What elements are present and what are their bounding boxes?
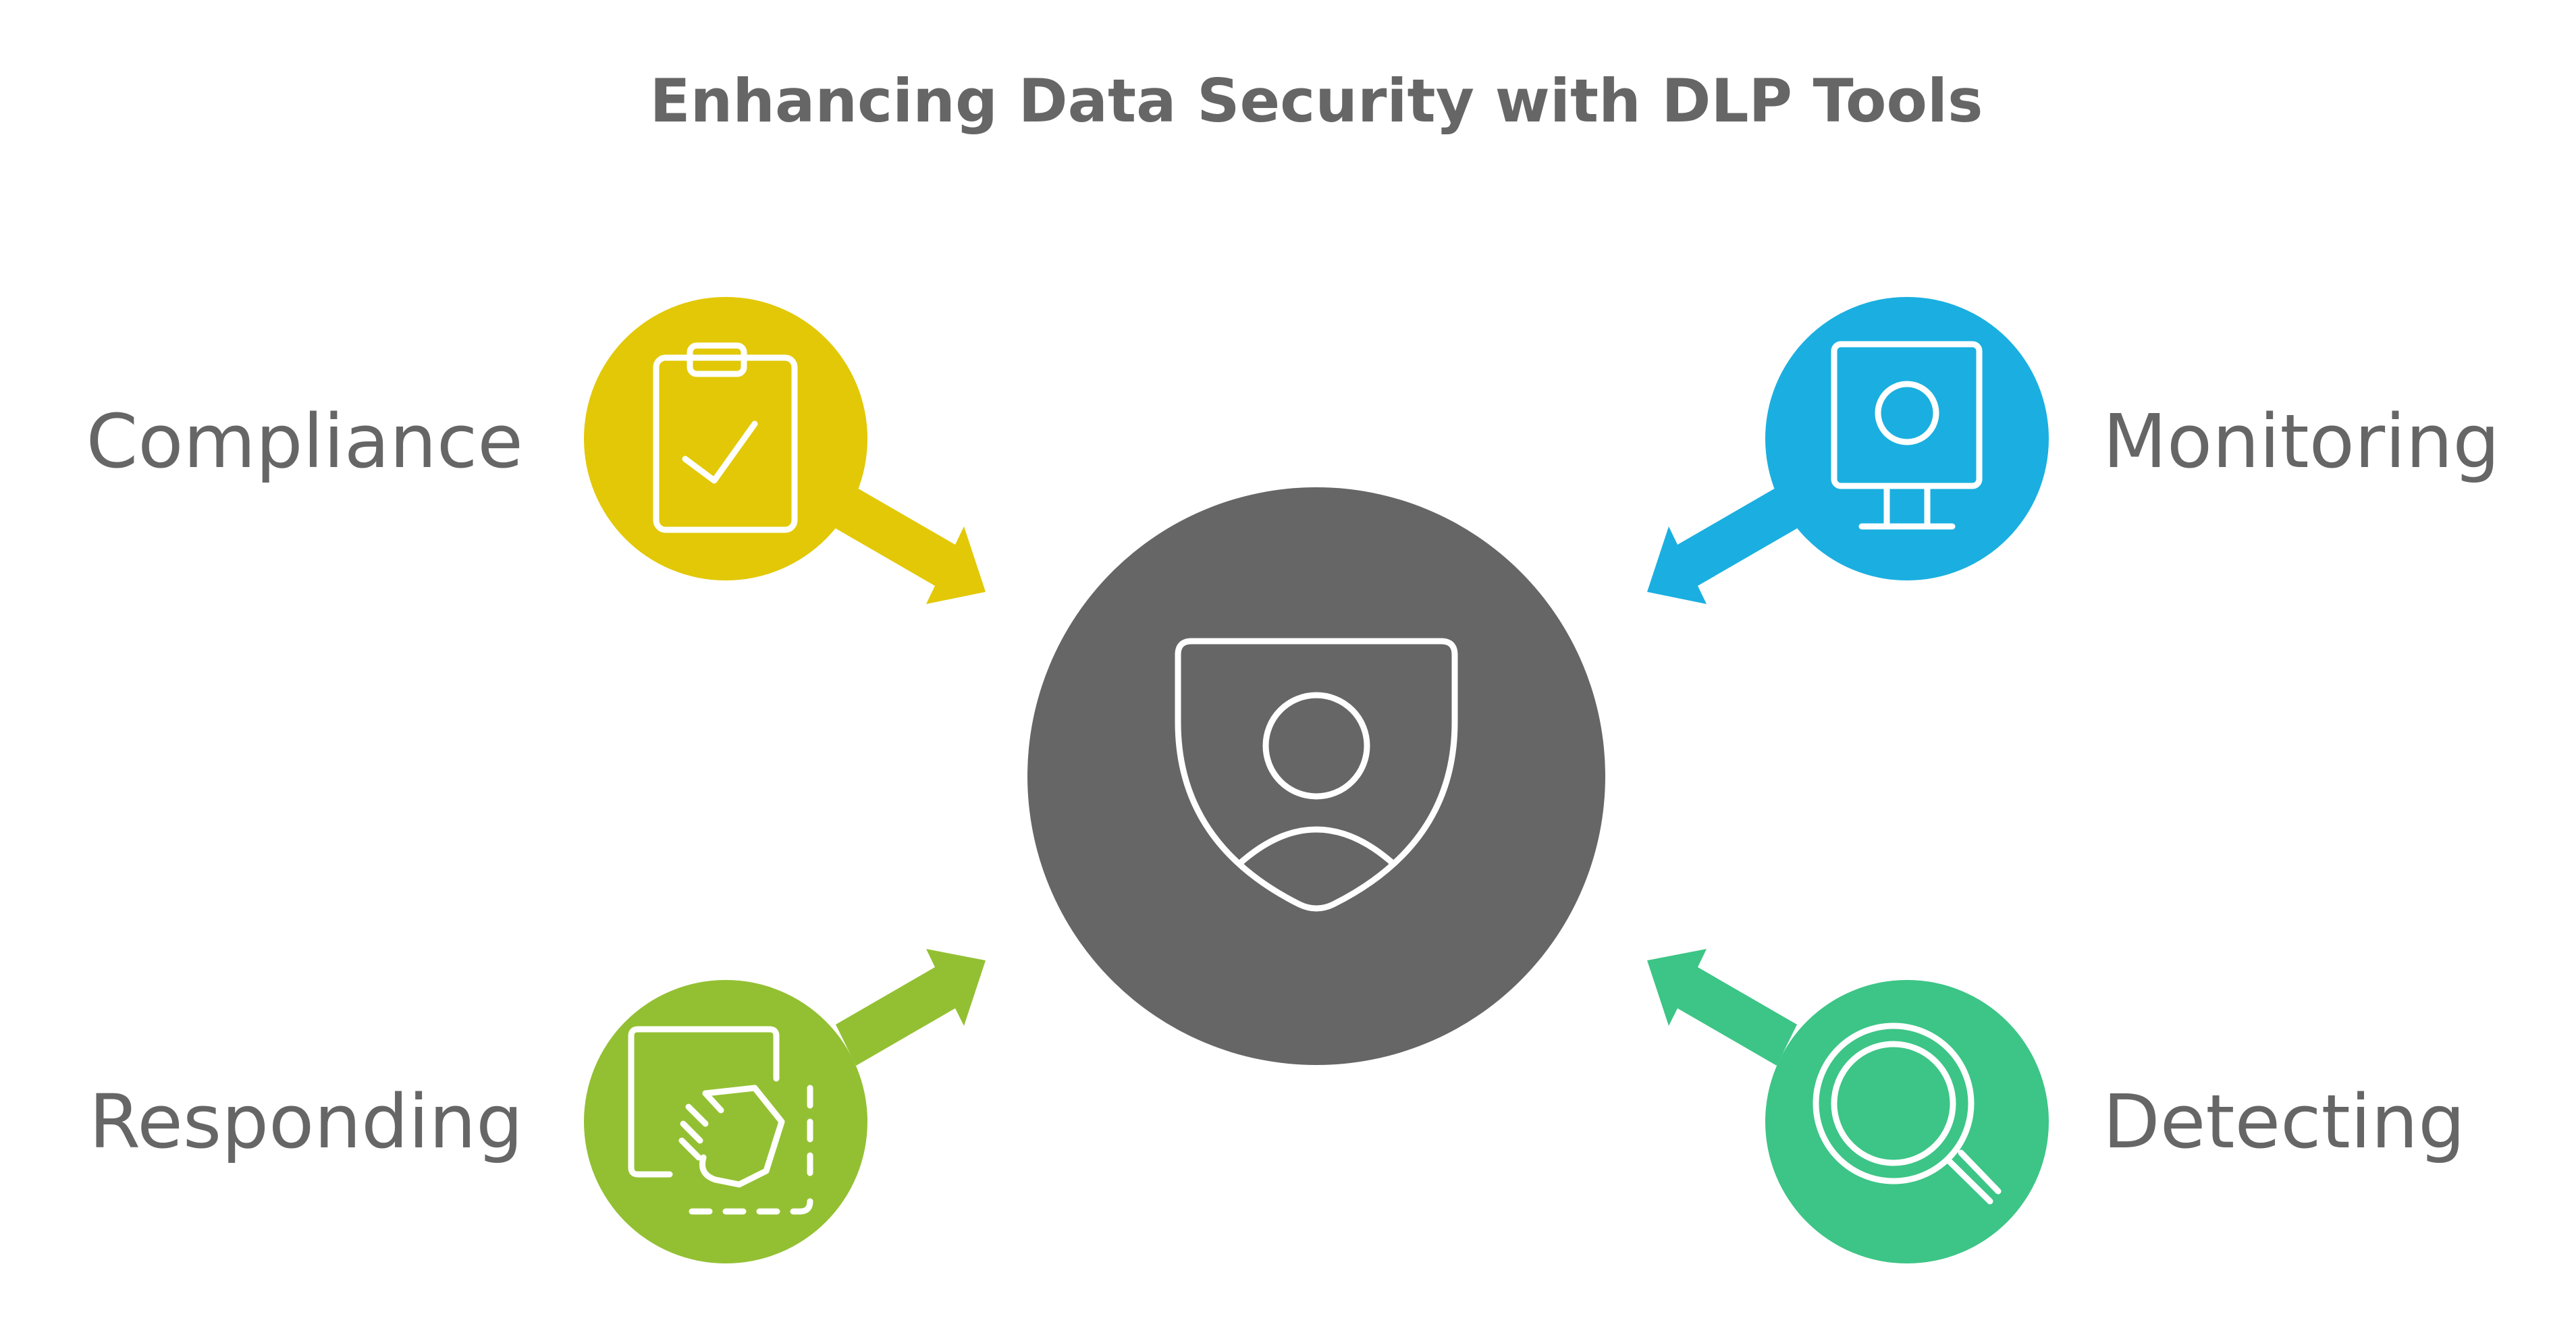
user-shield-icon — [1175, 638, 1458, 912]
diagram-title: Enhancing Data Security with DLP Tools — [650, 66, 1983, 136]
center-circle — [1027, 487, 1605, 1065]
responding-arrow — [836, 949, 986, 1066]
compliance-arrow — [836, 487, 986, 604]
label-responding: Responding — [89, 1079, 523, 1165]
detecting-arrow — [1647, 949, 1797, 1066]
label-monitoring: Monitoring — [2103, 398, 2500, 485]
detecting-circle — [1765, 980, 2049, 1263]
label-compliance: Compliance — [86, 398, 524, 485]
node-monitoring: Monitoring — [1647, 297, 2500, 604]
monitor-camera-icon — [1831, 341, 1983, 530]
monitoring-circle — [1765, 297, 2049, 580]
center-node — [1027, 487, 1605, 1065]
label-detecting: Detecting — [2103, 1079, 2465, 1165]
magnifier-icon — [1813, 1022, 2002, 1205]
compliance-circle — [584, 297, 867, 580]
hand-drag-icon — [628, 1026, 813, 1215]
monitoring-arrow — [1647, 487, 1797, 604]
node-responding: Responding — [89, 949, 986, 1263]
node-detecting: Detecting — [1647, 949, 2465, 1263]
clipboard-check-icon — [653, 342, 798, 533]
node-compliance: Compliance — [86, 297, 986, 604]
responding-circle — [584, 980, 867, 1263]
